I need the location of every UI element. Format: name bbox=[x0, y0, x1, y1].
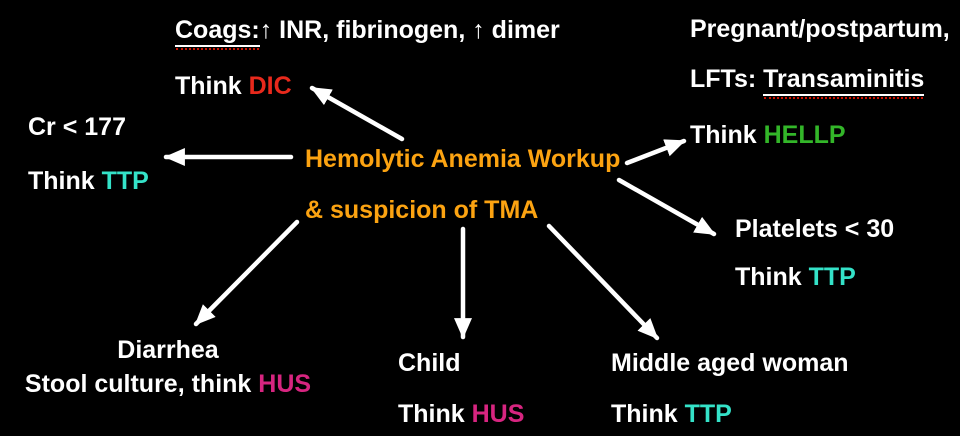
center-title-line1: Hemolytic Anemia Workup bbox=[305, 145, 621, 173]
node-ttp-bottom: Middle aged woman Think TTP bbox=[611, 350, 849, 428]
node-ttp-left: Cr < 177 Think TTP bbox=[28, 114, 149, 195]
hus-left-think-prefix: Stool culture, think bbox=[24, 370, 259, 398]
node-dic: Coags:↑ INR, fibrinogen, ↑ dimer Think D… bbox=[175, 17, 560, 100]
ttp-bottom-finding: Middle aged woman bbox=[611, 349, 849, 377]
dic-finding-line: Coags:↑ INR, fibrinogen, ↑ dimer bbox=[175, 16, 560, 50]
ttp-right-finding: Platelets < 30 bbox=[735, 215, 895, 243]
hus-center-finding: Child bbox=[398, 349, 461, 377]
ttp-bottom-think-prefix: Think bbox=[611, 400, 685, 428]
arrow-center-to-hellp bbox=[624, 138, 687, 166]
ttp-bottom-think-line: Think TTP bbox=[611, 401, 849, 428]
ttp-left-think-line: Think TTP bbox=[28, 168, 149, 195]
hellp-finding-line2: LFTs: Transaminitis bbox=[690, 65, 950, 99]
node-ttp-right: Platelets < 30 Think TTP bbox=[735, 216, 894, 291]
center-title-line2: & suspicion of TMA bbox=[305, 196, 539, 224]
dic-diagnosis: DIC bbox=[248, 72, 292, 100]
hellp-think-prefix: Think bbox=[690, 121, 764, 149]
hus-center-think-prefix: Think bbox=[398, 400, 472, 428]
ttp-bottom-diagnosis: TTP bbox=[684, 400, 732, 428]
hellp-finding-term: Transaminitis bbox=[763, 66, 925, 99]
node-center: Hemolytic Anemia Workup & suspicion of T… bbox=[305, 146, 620, 224]
ttp-left-think-prefix: Think bbox=[28, 167, 102, 195]
node-hus-left: Diarrhea Stool culture, think HUS bbox=[18, 337, 318, 398]
hus-left-finding: Diarrhea bbox=[117, 336, 219, 364]
arrow-center-to-ttp-bottom bbox=[546, 223, 660, 341]
arrow-center-to-dic bbox=[309, 85, 405, 142]
hus-left-think-line: Stool culture, think HUS bbox=[18, 371, 318, 398]
ttp-right-diagnosis: TTP bbox=[808, 263, 856, 291]
ttp-left-diagnosis: TTP bbox=[101, 167, 149, 195]
ttp-right-think-prefix: Think bbox=[735, 263, 809, 291]
node-hellp: Pregnant/postpartum, LFTs: Transaminitis… bbox=[690, 16, 950, 149]
hellp-finding-line1: Pregnant/postpartum, bbox=[690, 15, 950, 43]
hellp-finding-label: LFTs: bbox=[690, 65, 764, 93]
hus-center-think-line: Think HUS bbox=[398, 401, 524, 428]
arrow-center-to-hus-left bbox=[193, 219, 300, 327]
hus-center-diagnosis: HUS bbox=[471, 400, 525, 428]
node-hus-center: Child Think HUS bbox=[398, 350, 524, 428]
dic-think-prefix: Think bbox=[175, 72, 249, 100]
arrow-center-to-ttp-right bbox=[616, 177, 717, 237]
ttp-left-finding: Cr < 177 bbox=[28, 113, 126, 141]
dic-think-line: Think DIC bbox=[175, 73, 560, 100]
hellp-think-line: Think HELLP bbox=[690, 122, 950, 149]
ttp-right-think-line: Think TTP bbox=[735, 264, 894, 291]
hus-left-diagnosis: HUS bbox=[258, 370, 312, 398]
dic-finding-label: Coags: bbox=[175, 17, 260, 50]
hellp-diagnosis: HELLP bbox=[763, 121, 846, 149]
dic-finding-rest: ↑ INR, fibrinogen, ↑ dimer bbox=[259, 16, 560, 44]
